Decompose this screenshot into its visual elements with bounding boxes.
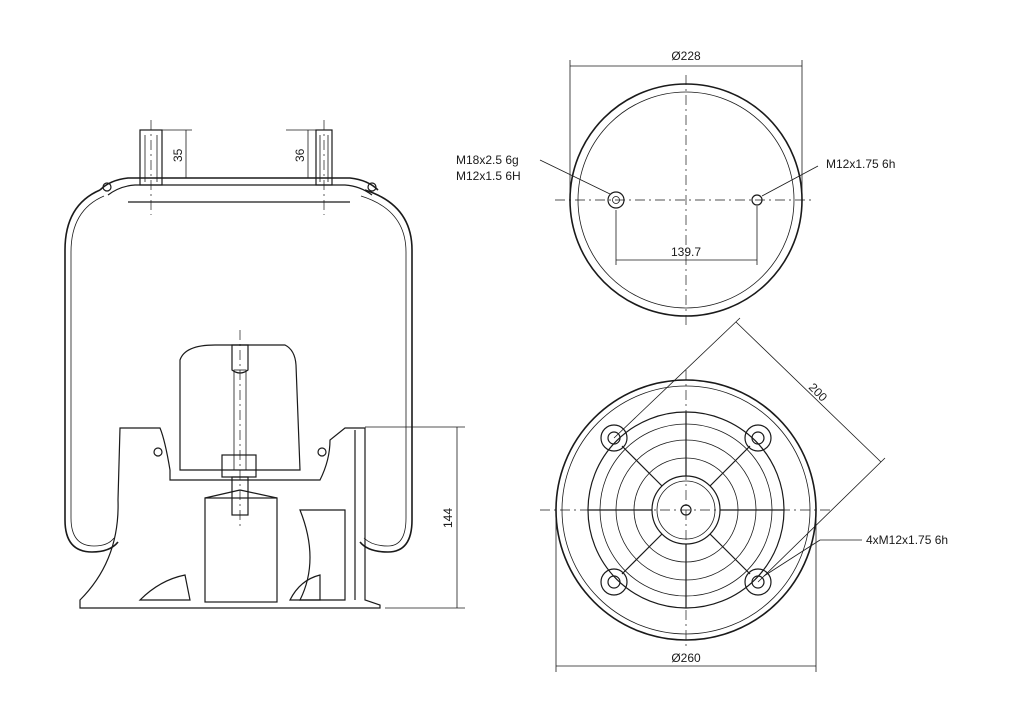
stud-hole-left [607, 191, 625, 209]
stud-height-left-label: 35 [171, 148, 185, 162]
piston-ribs [588, 412, 784, 608]
bottom-view: 200 Ø260 4xM12x1.75 6h [540, 317, 948, 672]
thread-left-line2: M12x1.5 6H [456, 169, 521, 183]
bolt-thread-label: 4xM12x1.75 6h [866, 533, 948, 547]
bottom-diameter-label: Ø260 [671, 651, 701, 665]
side-view: 35 36 144 [64, 120, 465, 609]
bumper [179, 344, 301, 471]
top-view: Ø228 139.7 M18x2.5 6g M12x1.5 6H M12x1.7… [456, 49, 895, 325]
thread-left-line1: M18x2.5 6g [456, 153, 519, 167]
stud-right [315, 120, 333, 215]
thread-right-label: M12x1.75 6h [826, 157, 895, 171]
bolt-spacing-label: 139.7 [671, 245, 701, 259]
stud-height-right-label: 36 [293, 148, 307, 162]
piston [79, 427, 381, 609]
top-bead-plate [99, 177, 379, 191]
bolt-boss-br [744, 568, 772, 596]
stud-left [139, 120, 163, 215]
top-diameter-label: Ø228 [671, 49, 701, 63]
bolt-diagonal-label: 200 [806, 380, 830, 404]
bellows-outline [64, 189, 119, 553]
bolt-boss-tl [600, 424, 628, 452]
bolt-boss-bl [600, 568, 628, 596]
height-label: 144 [441, 508, 455, 528]
bolt-boss-tr [744, 424, 772, 452]
stud-hole-right [751, 194, 763, 206]
